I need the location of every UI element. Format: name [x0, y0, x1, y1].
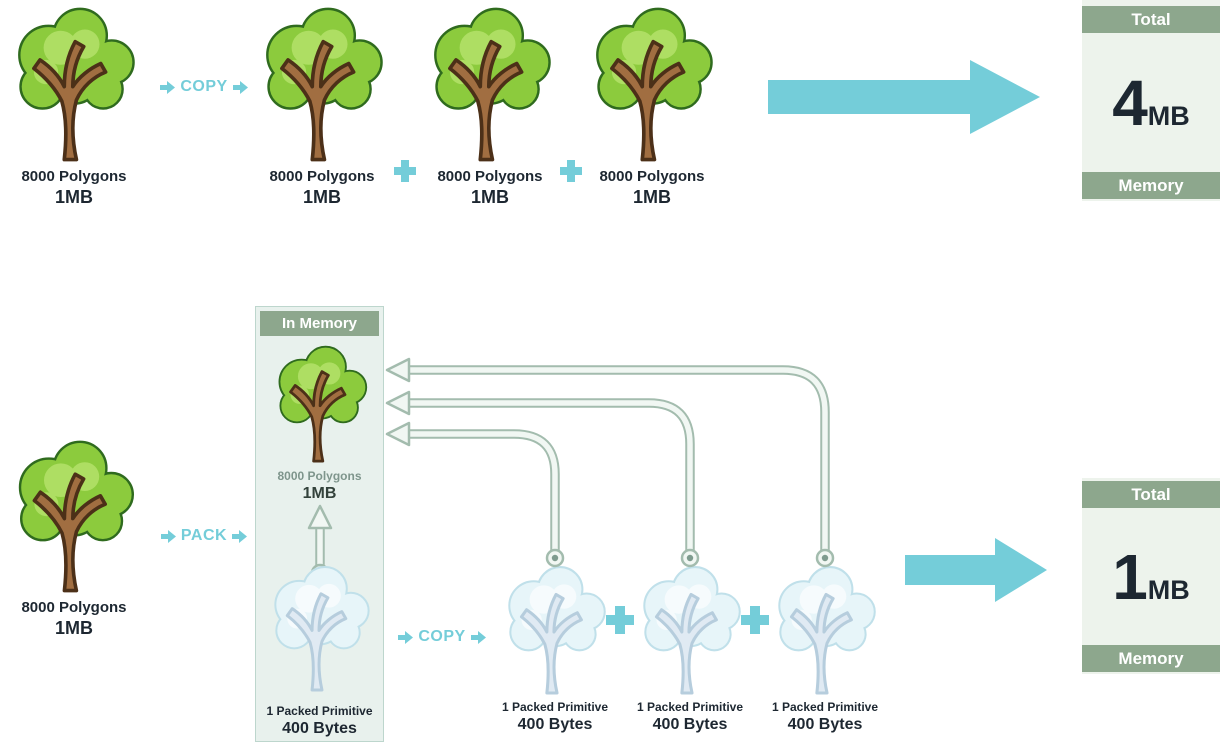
arrow-left-heads	[385, 357, 411, 447]
packed-size-label: 400 Bytes	[652, 716, 728, 734]
ghost-tree-icon	[499, 563, 611, 695]
tree-icon	[270, 343, 372, 463]
memory-total-panel-bottom: Total 1MB Memory	[1082, 478, 1220, 674]
in-memory-header: In Memory	[260, 311, 379, 336]
memory-tree-polygons-label: 8000 Polygons	[277, 469, 362, 483]
tree-icon	[255, 4, 389, 162]
bottom-source-tree: 8000 Polygons 1MB	[2, 437, 146, 640]
arrow-right-icon	[398, 630, 414, 644]
tree-size-label: 1MB	[470, 187, 509, 207]
total-unit: MB	[1147, 574, 1190, 605]
packed-primitive-label: 1 Packed Primitive	[501, 700, 609, 714]
packed-primitive-label: 1 Packed Primitive	[636, 700, 744, 714]
tree-polygons-label: 8000 Polygons	[599, 168, 705, 185]
plus-icon	[394, 160, 416, 182]
copy-label-text: COPY	[418, 628, 466, 645]
in-memory-box: In Memory 8000 Polygons 1MB 1 Packed Pri…	[255, 306, 384, 742]
packed-size-label: 400 Bytes	[787, 716, 863, 734]
tree-icon	[8, 437, 140, 593]
panel-total-header: Total	[1082, 6, 1220, 33]
panel-memory-footer: Memory	[1082, 645, 1220, 672]
arrow-right-icon	[160, 80, 176, 94]
ghost-tree-icon	[265, 563, 375, 692]
panel-value: 1MB	[1082, 508, 1220, 645]
total-value: 4	[1112, 66, 1148, 139]
packed-copy-tree-2: 1 Packed Primitive 400 Bytes	[630, 563, 750, 735]
copy-operation-label: COPY	[152, 78, 256, 96]
tree-size-label: 1MB	[632, 187, 671, 207]
arrow-right-icon	[232, 80, 248, 94]
tree-size-label: 1MB	[54, 187, 93, 207]
packed-copy-tree-3: 1 Packed Primitive 400 Bytes	[765, 563, 885, 735]
total-unit: MB	[1147, 100, 1190, 131]
packed-copy-tree-1: 1 Packed Primitive 400 Bytes	[495, 563, 615, 735]
packed-size-label: 400 Bytes	[282, 720, 357, 737]
tree-size-label: 1MB	[302, 187, 341, 207]
arrow-right-icon	[160, 529, 176, 543]
top-copy-tree-1: 8000 Polygons 1MB	[250, 4, 394, 209]
big-arrow-right-icon	[768, 60, 1040, 134]
pack-label-text: PACK	[180, 527, 228, 544]
packed-primitive-label: 1 Packed Primitive	[266, 704, 373, 718]
panel-memory-footer: Memory	[1082, 172, 1220, 199]
panel-total-header: Total	[1082, 481, 1220, 508]
big-arrow-right-icon	[905, 538, 1047, 602]
tree-icon	[585, 4, 719, 162]
tree-polygons-label: 8000 Polygons	[21, 168, 127, 185]
memory-tree-size-label: 1MB	[302, 485, 337, 502]
panel-value: 4MB	[1082, 33, 1220, 172]
top-source-tree: 8000 Polygons 1MB	[2, 4, 146, 209]
reference-arrows	[385, 357, 835, 568]
tree-icon	[423, 4, 557, 162]
memory-total-panel-top: Total 4MB Memory	[1082, 0, 1220, 201]
plus-icon	[560, 160, 582, 182]
ghost-tree-icon	[769, 563, 881, 695]
arrow-right-icon	[232, 529, 248, 543]
packed-primitive-label: 1 Packed Primitive	[771, 700, 879, 714]
top-copy-tree-2: 8000 Polygons 1MB	[418, 4, 562, 209]
ghost-tree-icon	[634, 563, 746, 695]
copy-label-text: COPY	[180, 78, 228, 95]
copy-operation-label-bottom: COPY	[390, 628, 494, 646]
tree-polygons-label: 8000 Polygons	[269, 168, 375, 185]
tree-polygons-label: 8000 Polygons	[21, 599, 127, 616]
top-copy-tree-3: 8000 Polygons 1MB	[580, 4, 724, 209]
tree-size-label: 1MB	[54, 618, 93, 638]
arrow-right-icon	[470, 630, 486, 644]
tree-polygons-label: 8000 Polygons	[437, 168, 543, 185]
tree-icon	[7, 4, 141, 162]
pack-operation-label: PACK	[150, 527, 258, 545]
packed-size-label: 400 Bytes	[517, 716, 593, 734]
total-value: 1	[1112, 540, 1148, 613]
